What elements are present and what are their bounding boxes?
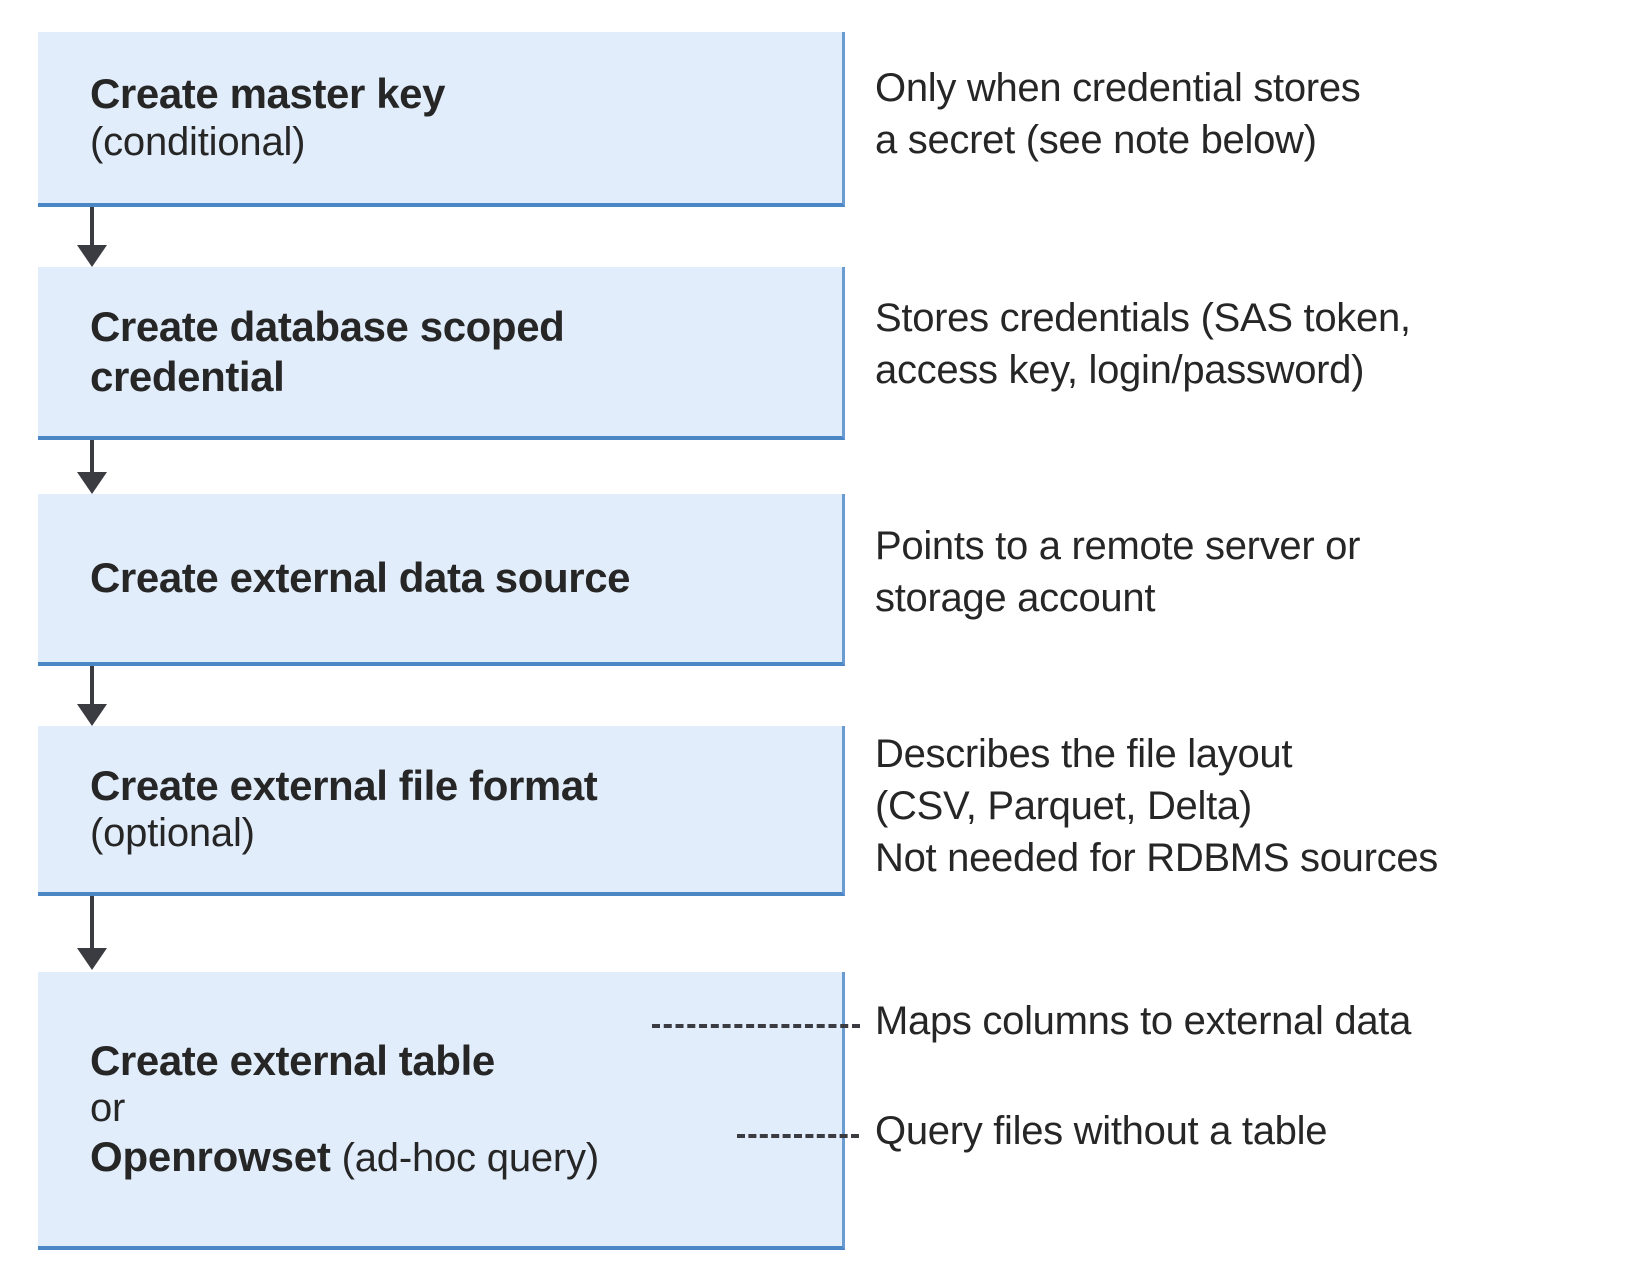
step-box-content: Create external table or Openrowset (ad-… — [38, 1036, 842, 1183]
step-box-content: Create master key (conditional) — [38, 69, 842, 166]
arrow-shaft — [90, 207, 94, 247]
arrow-down-icon — [77, 896, 107, 972]
step-box-create-external-data-source: Create external data source — [38, 494, 845, 666]
step-subtitle: (conditional) — [90, 119, 306, 164]
step-box-create-external-file-format: Create external file format (optional) — [38, 726, 845, 896]
dashed-leader-openrowset — [737, 1134, 859, 1138]
step-box-content: Create external file format (optional) — [38, 761, 842, 858]
arrow-down-icon — [77, 207, 107, 267]
annotation-maps-columns: Maps columns to external data — [875, 999, 1412, 1043]
step-title-external-table: Create external table — [90, 1036, 495, 1084]
arrow-head — [77, 245, 107, 267]
step-title-openrowset: Openrowset — [90, 1133, 331, 1181]
step-title: Create external data source — [90, 554, 631, 602]
annotation-create-master-key: Only when credential stores a secret (se… — [875, 66, 1361, 162]
step-box-create-database-scoped-credential: Create database scoped credential — [38, 267, 845, 440]
step-openrowset-suffix: (ad-hoc query) — [330, 1136, 600, 1181]
step-title: Create database scoped credential — [90, 302, 565, 400]
step-title: Create external file format — [90, 761, 598, 809]
annotation-create-external-data-source: Points to a remote server or storage acc… — [875, 524, 1361, 620]
annotation-create-external-file-format: Describes the file layout (CSV, Parquet,… — [875, 732, 1438, 880]
annotation-create-database-scoped-credential: Stores credentials (SAS token, access ke… — [875, 296, 1411, 392]
step-box-create-master-key: Create master key (conditional) — [38, 32, 845, 207]
annotation-query-files: Query files without a table — [875, 1109, 1328, 1153]
arrow-shaft — [90, 896, 94, 950]
arrow-down-icon — [77, 666, 107, 726]
arrow-shaft — [90, 666, 94, 706]
arrow-head — [77, 704, 107, 726]
dashed-leader-external-table — [652, 1024, 860, 1028]
arrow-head — [77, 948, 107, 970]
arrow-shaft — [90, 440, 94, 474]
step-box-create-external-table-or-openrowset: Create external table or Openrowset (ad-… — [38, 972, 845, 1250]
step-openrowset-line: Openrowset (ad-hoc query) — [90, 1132, 828, 1182]
step-subtitle: (optional) — [90, 811, 255, 856]
step-box-content: Create external data source — [38, 553, 842, 603]
arrow-down-icon — [77, 440, 107, 494]
step-or-label: or — [90, 1086, 126, 1131]
step-title: Create master key — [90, 70, 446, 118]
arrow-head — [77, 472, 107, 494]
step-box-content: Create database scoped credential — [38, 302, 842, 401]
